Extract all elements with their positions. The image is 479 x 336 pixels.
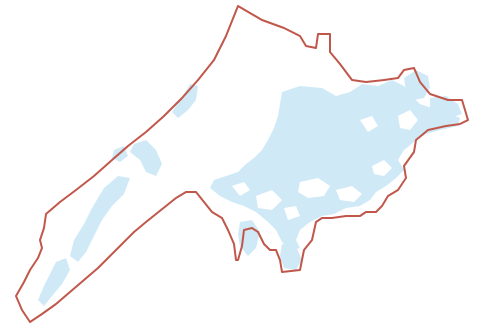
southwest-strip bbox=[38, 258, 70, 306]
island bbox=[232, 182, 250, 196]
island bbox=[284, 206, 300, 220]
island bbox=[360, 116, 378, 132]
island bbox=[398, 110, 418, 130]
region-boundary bbox=[15, 5, 469, 323]
island bbox=[298, 178, 330, 198]
northwest-lake-2 bbox=[130, 140, 162, 176]
northwest-lake bbox=[172, 84, 198, 118]
island bbox=[336, 186, 362, 202]
south-lake bbox=[280, 244, 302, 270]
island bbox=[256, 190, 282, 210]
island bbox=[372, 160, 392, 176]
east-lake-2 bbox=[430, 96, 462, 118]
west-lake bbox=[70, 176, 130, 262]
islands bbox=[232, 110, 418, 220]
east-lake bbox=[404, 70, 430, 100]
